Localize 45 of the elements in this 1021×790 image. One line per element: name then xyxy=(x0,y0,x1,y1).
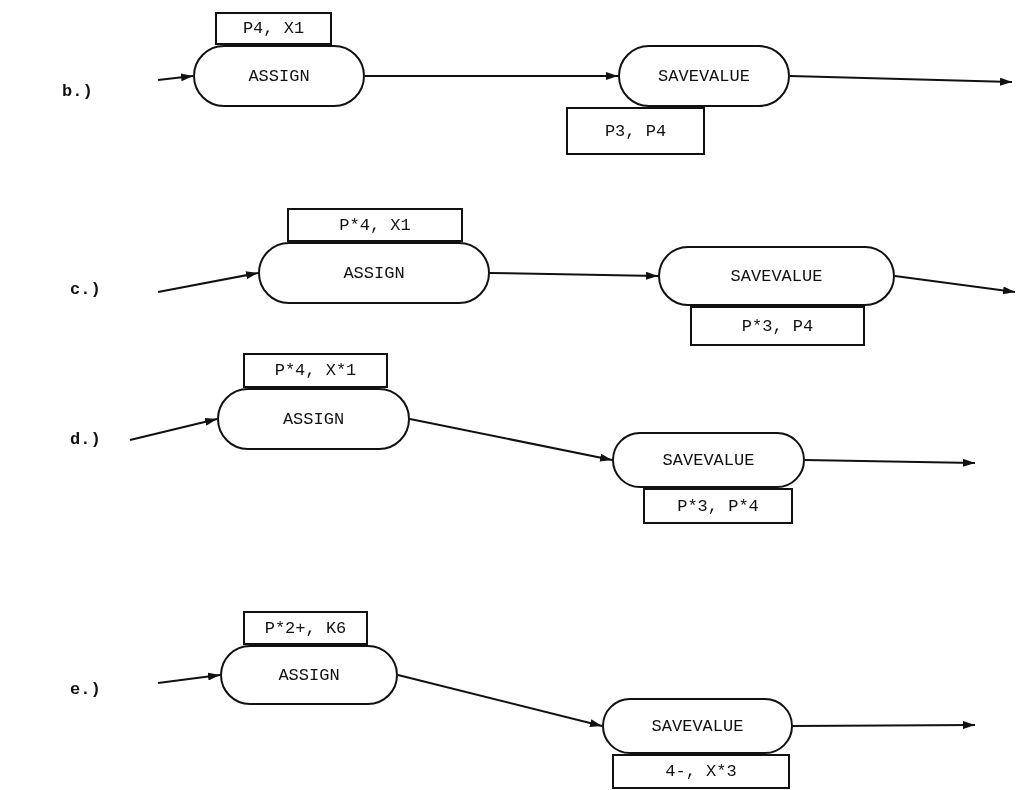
row-label: c.) xyxy=(70,280,101,299)
operand-box xyxy=(566,107,705,155)
arrow xyxy=(397,674,603,727)
block-name: SAVEVALUE xyxy=(662,450,755,470)
block-name: ASSIGN xyxy=(278,665,340,685)
arrow xyxy=(894,275,1016,295)
operand-box xyxy=(643,488,793,524)
operand-text: P*3, P*4 xyxy=(677,496,759,516)
arrow xyxy=(157,271,259,293)
operand-box xyxy=(612,754,790,789)
block-symbol xyxy=(258,242,490,304)
block-name: ASSIGN xyxy=(343,263,405,283)
arrow xyxy=(789,75,1013,86)
row-label: d.) xyxy=(70,430,101,449)
arrow xyxy=(804,458,976,467)
operand-text: P3, P4 xyxy=(604,121,667,141)
row-label: e.) xyxy=(70,680,101,699)
operand-text: P*3, P4 xyxy=(741,316,814,336)
operand-text: P4, X1 xyxy=(242,19,305,38)
operand-text: 4-, X*3 xyxy=(665,762,737,781)
operand-box xyxy=(690,306,865,346)
block-name: ASSIGN xyxy=(248,66,310,86)
block-symbol xyxy=(220,645,398,705)
arrow xyxy=(364,72,619,80)
block-name: SAVEVALUE xyxy=(658,66,750,86)
block-name: ASSIGN xyxy=(282,409,345,429)
arrow xyxy=(792,721,976,730)
arrow xyxy=(157,73,194,82)
operand-box xyxy=(243,611,368,645)
arrow xyxy=(157,672,221,684)
operand-text: P*4, X*1 xyxy=(274,361,357,380)
block-symbol xyxy=(612,432,805,488)
block-name: SAVEVALUE xyxy=(730,266,823,286)
arrow xyxy=(129,417,218,441)
operand-text: P*2+, K6 xyxy=(264,618,347,638)
arrow xyxy=(409,418,613,462)
arrow xyxy=(489,271,659,280)
block-name: SAVEVALUE xyxy=(651,716,744,736)
operand-text: P*4, X1 xyxy=(339,215,411,235)
operand-box xyxy=(287,208,463,242)
block-symbol xyxy=(658,246,895,306)
operand-box xyxy=(243,353,388,388)
operand-box xyxy=(215,12,332,45)
row-label: b.) xyxy=(62,82,93,101)
block-symbol xyxy=(602,698,793,754)
